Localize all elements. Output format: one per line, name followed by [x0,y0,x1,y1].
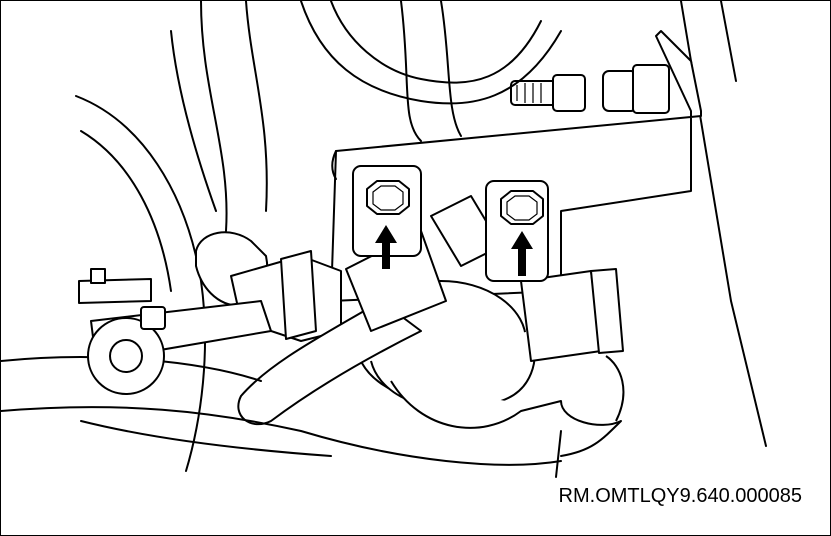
reference-code: RM.OMTLQY9.640.000085 [558,485,802,508]
housing-inner-outline [80,130,172,292]
bushing-inner [109,339,143,373]
hex-bolt-right [485,180,549,282]
arrow-up-icon [511,231,533,276]
arrow-up-icon [375,225,397,269]
right-fitting [520,270,602,362]
upper-hose-a [200,1,228,232]
panel-edge [680,1,767,447]
hex-bolt-left [352,165,422,257]
bracket-bolts [510,64,670,114]
diagonal-hose [237,300,422,426]
